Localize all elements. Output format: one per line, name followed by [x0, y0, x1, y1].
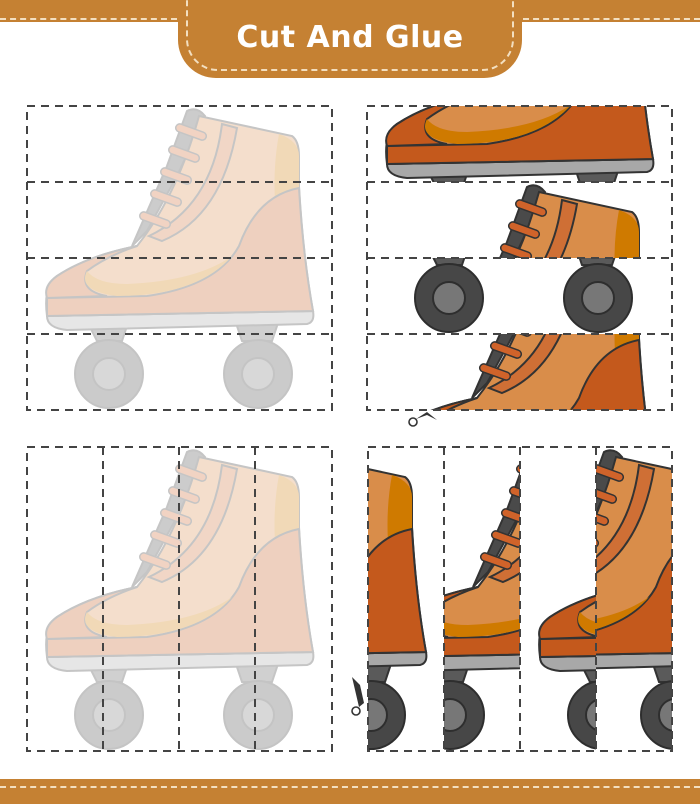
pieces-panel-horizontal: [366, 105, 673, 427]
bottom-stitch: [0, 786, 700, 788]
page-title: Cut And Glue: [236, 20, 464, 55]
cut-lines: [26, 446, 333, 752]
title-tab: Cut And Glue: [178, 0, 522, 78]
title-tab-stitch: [186, 0, 514, 71]
scissors-icon: [408, 412, 437, 427]
bottom-band: [0, 779, 700, 804]
cut-lines: [26, 105, 333, 411]
guide-panel-horizontal: [26, 105, 333, 411]
pieces-panel-vertical: [351, 446, 673, 752]
scissors-icon: [351, 677, 364, 716]
cut-lines: [367, 446, 673, 752]
cut-lines: [366, 105, 673, 411]
guide-panel-vertical: [26, 446, 333, 752]
